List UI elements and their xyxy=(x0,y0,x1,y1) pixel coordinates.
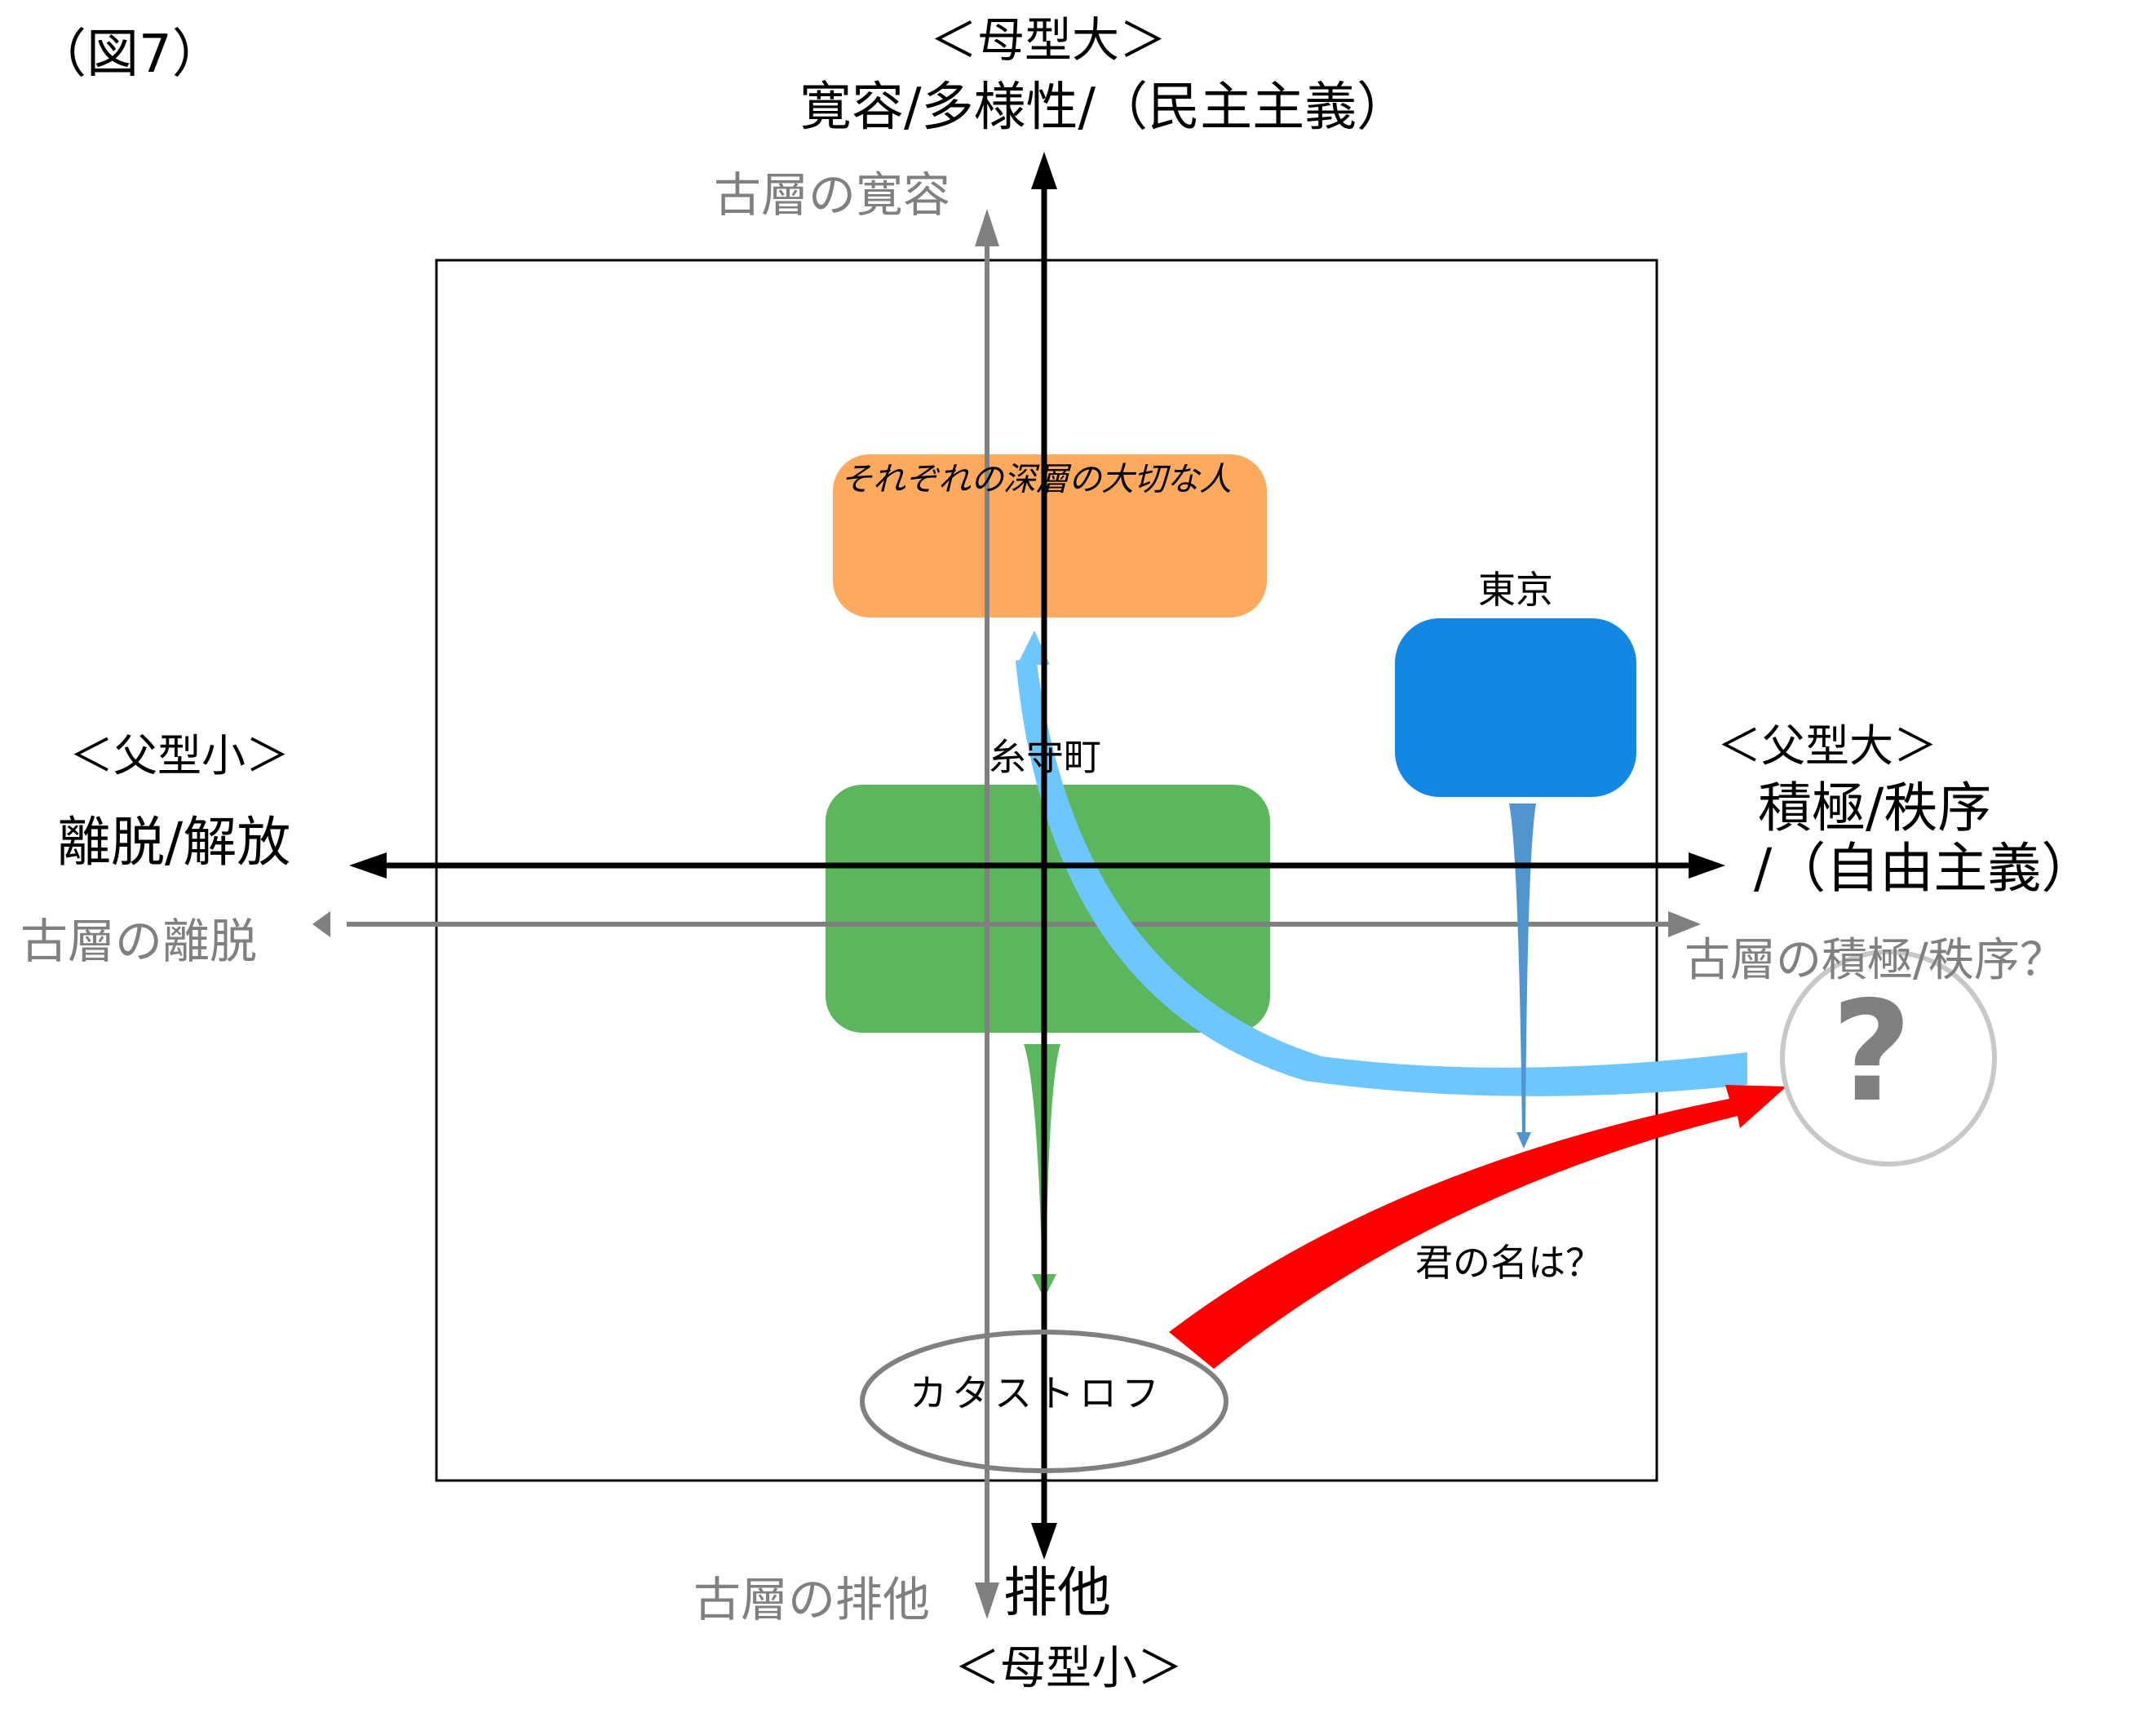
top-old-layer-label: 古層の寛容 xyxy=(714,167,951,223)
old-vertical-arrowhead-down xyxy=(975,1582,999,1619)
right-axis-main-label-line1: 積極/秩序 xyxy=(1758,777,1992,839)
itoman-box xyxy=(826,785,1270,1033)
right-axis-main-label-line2: /（自由主義） xyxy=(1754,837,2096,900)
top-axis-main-label: 寛容/多様性/（民主主義） xyxy=(799,77,1410,138)
left-axis-main-label: 離脱/解放 xyxy=(57,811,291,874)
catastrophe-ellipse xyxy=(860,1330,1229,1473)
bottom-axis-sub-label: ＜母型小＞ xyxy=(954,1642,1183,1695)
kimi-no-na-wa-label: 君の名は？ xyxy=(1415,1241,1603,1285)
old-vertical-arrowhead-up xyxy=(975,209,999,246)
deep-layer-box xyxy=(833,454,1267,617)
left-old-layer-label: 古層の離脱 xyxy=(20,914,258,969)
itoman-label: 糸守町 xyxy=(989,735,1101,779)
right-old-layer-label: 古層の積極/秩序？ xyxy=(1685,934,2065,987)
bottom-axis-main-label: 排他 xyxy=(1003,1561,1111,1624)
horizontal-arrowhead-left xyxy=(349,852,387,879)
left-axis-sub-label: ＜父型小＞ xyxy=(69,730,290,781)
tokyo-down-arrow xyxy=(1509,803,1536,1138)
horizontal-arrowhead-right xyxy=(1689,852,1725,879)
old-horizontal-arrowhead-right xyxy=(1668,911,1701,937)
kimi-no-na-wa-arrow xyxy=(1169,1085,1786,1369)
question-mark-icon: ? xyxy=(1831,972,1912,1133)
unknown-circle xyxy=(1780,949,1997,1166)
vertical-arrowhead-up xyxy=(1031,152,1057,189)
top-axis-sub-label: ＜母型大＞ xyxy=(930,12,1167,68)
tokyo-down-arrowhead xyxy=(1516,1132,1531,1149)
vertical-arrowhead-down xyxy=(1031,1523,1057,1560)
right-axis-sub-label: ＜父型大＞ xyxy=(1717,720,1937,772)
figure-label: （図7） xyxy=(34,24,224,85)
catastrophe-label: カタストロフ xyxy=(910,1371,1164,1415)
old-horizontal-arrowhead-left xyxy=(312,911,330,937)
tokyo-label: 東京 xyxy=(1478,568,1553,612)
bottom-old-layer-label: 古層の排他 xyxy=(693,1572,931,1627)
tokyo-box xyxy=(1395,618,1636,797)
deep-layer-label: それぞれの深層の大切な人 xyxy=(840,461,1232,498)
